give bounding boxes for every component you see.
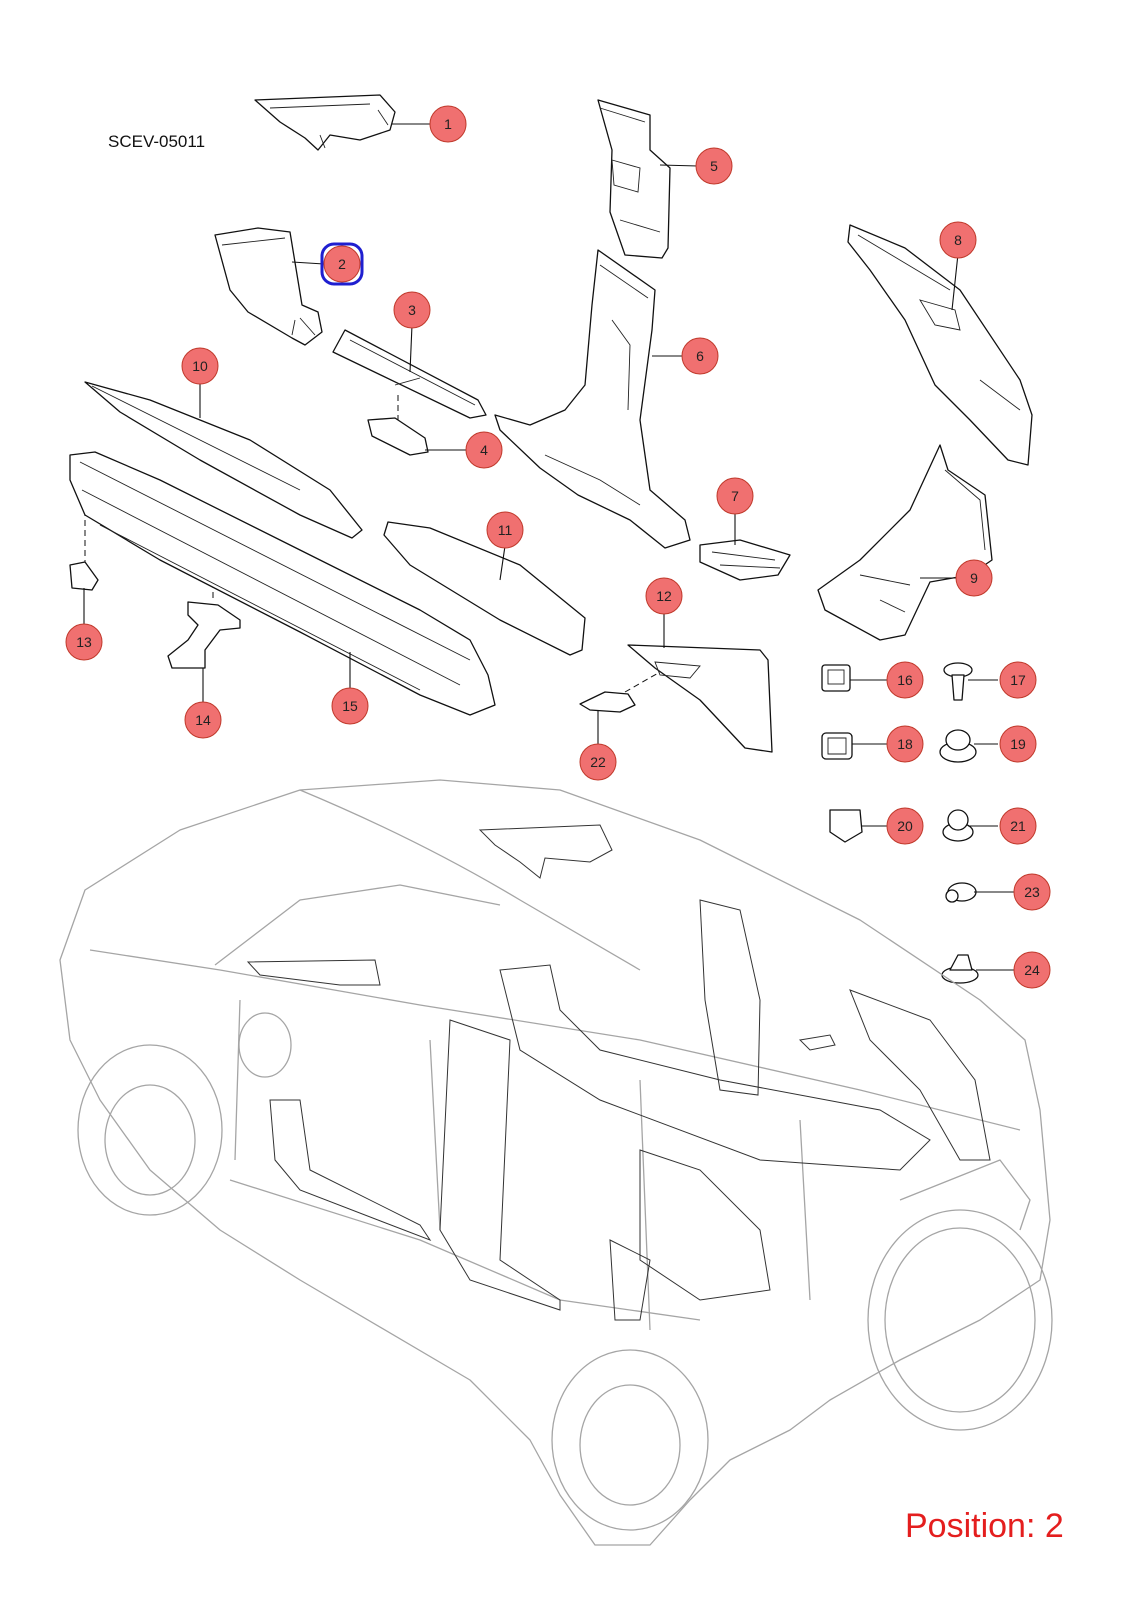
callout-10[interactable]: 10 bbox=[181, 347, 219, 385]
svg-text:4: 4 bbox=[480, 442, 488, 458]
callout-1[interactable]: 1 bbox=[429, 105, 467, 143]
part-3-drawing bbox=[332, 324, 487, 419]
svg-text:18: 18 bbox=[897, 736, 913, 752]
part-19-drawing bbox=[939, 729, 998, 763]
callout-7[interactable]: 7 bbox=[716, 477, 754, 515]
part-22-drawing bbox=[579, 671, 661, 744]
callout-16[interactable]: 16 bbox=[886, 661, 924, 699]
callout-14[interactable]: 14 bbox=[184, 701, 222, 739]
position-label: Position: 2 bbox=[905, 1507, 1064, 1545]
svg-text:17: 17 bbox=[1010, 672, 1026, 688]
callout-20[interactable]: 20 bbox=[886, 807, 924, 845]
svg-text:5: 5 bbox=[710, 158, 718, 174]
callout-11[interactable]: 11 bbox=[486, 511, 524, 549]
svg-text:3: 3 bbox=[408, 302, 416, 318]
part-2-drawing bbox=[214, 227, 325, 346]
part-17-drawing bbox=[943, 662, 998, 701]
svg-text:22: 22 bbox=[590, 754, 606, 770]
part-12-drawing bbox=[627, 612, 773, 753]
part-4-drawing bbox=[367, 395, 466, 456]
part-11-drawing bbox=[383, 521, 586, 656]
diagram-code: SCEV-05011 bbox=[108, 132, 206, 151]
part-23-drawing bbox=[945, 882, 1014, 903]
part-6-drawing bbox=[494, 249, 691, 549]
callout-23[interactable]: 23 bbox=[1013, 873, 1051, 911]
part-18-drawing bbox=[821, 732, 888, 760]
callout-18[interactable]: 18 bbox=[886, 725, 924, 763]
callout-17[interactable]: 17 bbox=[999, 661, 1037, 699]
callout-15[interactable]: 15 bbox=[331, 687, 369, 725]
vehicle-trim-installed bbox=[246, 824, 991, 1321]
svg-text:9: 9 bbox=[970, 570, 978, 586]
callout-5[interactable]: 5 bbox=[695, 147, 733, 185]
svg-text:1: 1 bbox=[444, 116, 452, 132]
svg-text:2: 2 bbox=[338, 256, 346, 272]
selected-callout-highlight bbox=[320, 242, 364, 286]
callout-4[interactable]: 4 bbox=[465, 431, 503, 469]
svg-text:24: 24 bbox=[1024, 962, 1040, 978]
part-5-drawing bbox=[597, 99, 699, 259]
svg-text:23: 23 bbox=[1024, 884, 1040, 900]
callout-3[interactable]: 3 bbox=[393, 291, 431, 329]
svg-text:10: 10 bbox=[192, 358, 208, 374]
callout-24[interactable]: 24 bbox=[1013, 951, 1051, 989]
callout-9[interactable]: 9 bbox=[955, 559, 993, 597]
part-24-drawing bbox=[941, 954, 1014, 984]
callout-22[interactable]: 22 bbox=[579, 743, 617, 781]
part-20-drawing bbox=[829, 809, 888, 843]
callout-12[interactable]: 12 bbox=[645, 577, 683, 615]
vehicle-outline bbox=[59, 779, 1053, 1546]
callout-2[interactable]: 2 bbox=[323, 245, 361, 283]
part-21-drawing bbox=[942, 809, 998, 842]
svg-text:14: 14 bbox=[195, 712, 211, 728]
svg-text:21: 21 bbox=[1010, 818, 1026, 834]
svg-text:20: 20 bbox=[897, 818, 913, 834]
part-15-drawing bbox=[69, 451, 496, 716]
svg-text:8: 8 bbox=[954, 232, 962, 248]
part-8-drawing bbox=[847, 224, 1033, 466]
part-7-drawing bbox=[699, 512, 791, 581]
part-16-drawing bbox=[821, 664, 888, 692]
svg-text:11: 11 bbox=[498, 522, 513, 538]
part-9-drawing bbox=[817, 444, 993, 641]
callout-6[interactable]: 6 bbox=[681, 337, 719, 375]
part-10-drawing bbox=[84, 381, 363, 539]
svg-text:16: 16 bbox=[897, 672, 913, 688]
svg-text:19: 19 bbox=[1010, 736, 1026, 752]
callout-21[interactable]: 21 bbox=[999, 807, 1037, 845]
callout-13[interactable]: 13 bbox=[65, 623, 103, 661]
callout-8[interactable]: 8 bbox=[939, 221, 977, 259]
svg-text:12: 12 bbox=[656, 588, 672, 604]
callout-19[interactable]: 19 bbox=[999, 725, 1037, 763]
svg-text:7: 7 bbox=[731, 488, 739, 504]
part-1-drawing bbox=[254, 94, 432, 151]
svg-text:6: 6 bbox=[696, 348, 704, 364]
svg-text:15: 15 bbox=[342, 698, 358, 714]
svg-text:13: 13 bbox=[76, 634, 92, 650]
